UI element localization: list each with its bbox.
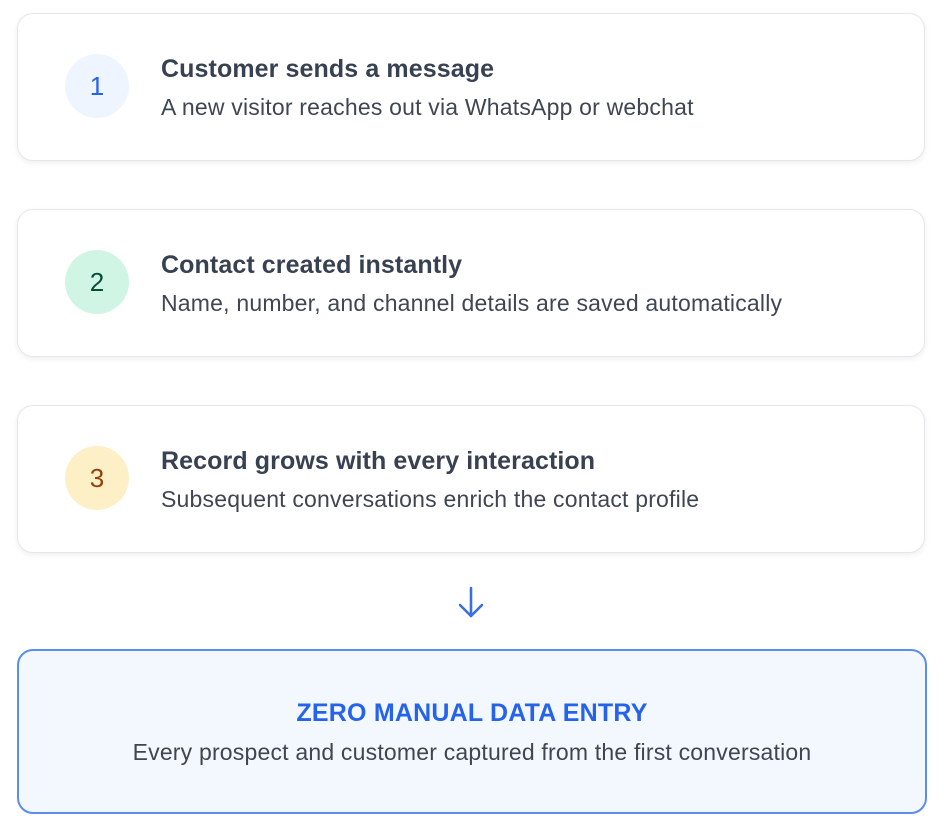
step-description: Name, number, and channel details are sa…: [161, 290, 783, 316]
arrow-down-icon: [458, 586, 484, 618]
step-title: Record grows with every interaction: [161, 447, 596, 475]
step-number-badge: 1: [65, 54, 129, 118]
result-box: ZERO MANUAL DATA ENTRY Every prospect an…: [17, 649, 927, 814]
result-description: Every prospect and customer captured fro…: [132, 739, 812, 765]
step-card-1: 1 Customer sends a message A new visitor…: [17, 13, 925, 161]
step-card-2: 2 Contact created instantly Name, number…: [17, 209, 925, 357]
step-card-3: 3 Record grows with every interaction Su…: [17, 405, 925, 553]
step-description: Subsequent conversations enrich the cont…: [161, 486, 700, 512]
step-title: Contact created instantly: [161, 251, 463, 279]
step-title: Customer sends a message: [161, 55, 495, 83]
step-description: A new visitor reaches out via WhatsApp o…: [161, 94, 694, 120]
step-number-badge: 2: [65, 250, 129, 314]
step-number-badge: 3: [65, 446, 129, 510]
result-title: ZERO MANUAL DATA ENTRY: [296, 699, 648, 727]
